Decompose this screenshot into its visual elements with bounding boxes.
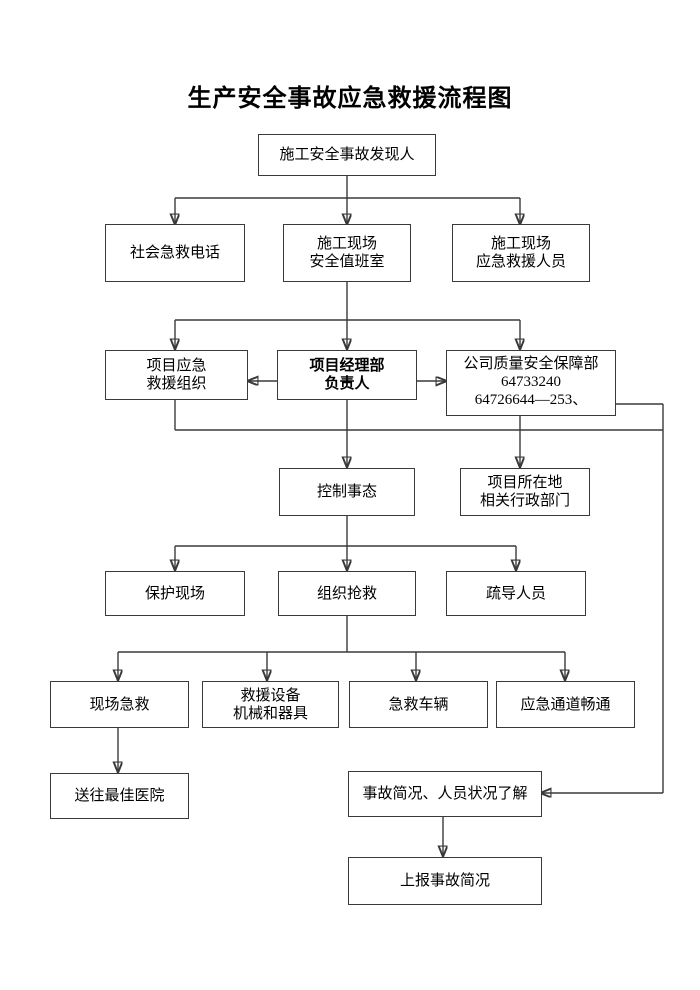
page-title: 生产安全事故应急救援流程图 <box>187 86 513 112</box>
node-n3[interactable]: 施工现场 安全值班室 <box>283 224 411 282</box>
node-n19[interactable]: 上报事故简况 <box>348 857 542 905</box>
node-n1[interactable]: 施工安全事故发现人 <box>258 134 436 176</box>
node-n8[interactable]: 控制事态 <box>279 468 415 516</box>
node-n12[interactable]: 疏导人员 <box>446 571 586 616</box>
node-n5[interactable]: 项目应急 救援组织 <box>105 350 248 400</box>
node-n15[interactable]: 急救车辆 <box>349 681 488 728</box>
node-n18[interactable]: 事故简况、人员状况了解 <box>348 771 542 817</box>
node-n17[interactable]: 送往最佳医院 <box>50 773 189 819</box>
node-n6[interactable]: 项目经理部 负责人 <box>277 350 417 400</box>
node-n14[interactable]: 救援设备 机械和器具 <box>202 681 339 728</box>
node-n16[interactable]: 应急通道畅通 <box>496 681 635 728</box>
node-n10[interactable]: 保护现场 <box>105 571 245 616</box>
node-n2[interactable]: 社会急救电话 <box>105 224 245 282</box>
node-n13[interactable]: 现场急救 <box>50 681 189 728</box>
node-n7[interactable]: 公司质量安全保障部 64733240 64726644—253、 <box>446 350 616 416</box>
node-n9[interactable]: 项目所在地 相关行政部门 <box>460 468 590 516</box>
node-n4[interactable]: 施工现场 应急救援人员 <box>452 224 590 282</box>
node-n11[interactable]: 组织抢救 <box>278 571 416 616</box>
